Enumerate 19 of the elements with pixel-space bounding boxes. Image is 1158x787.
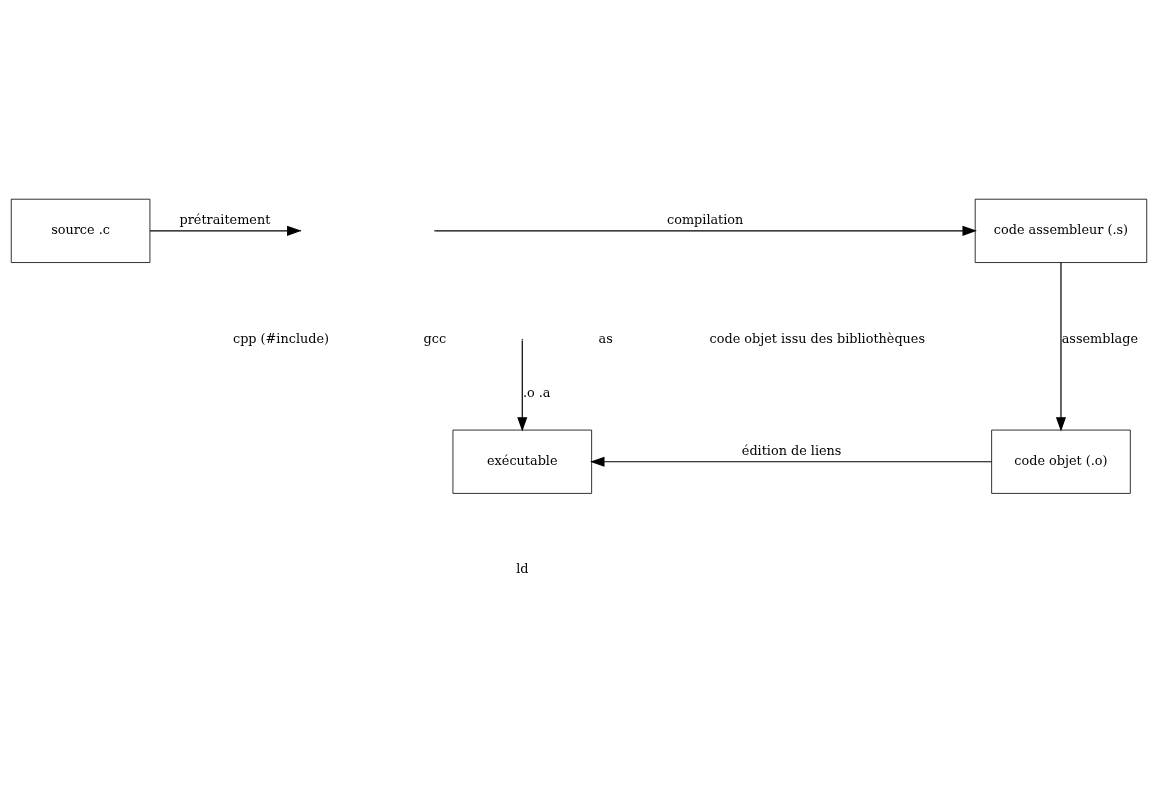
edge-label: assemblage	[1061, 330, 1138, 346]
label: ld	[516, 560, 529, 576]
node-box: exécutable	[452, 429, 593, 494]
arrow	[434, 225, 977, 236]
arrow	[517, 339, 528, 432]
arrow	[590, 456, 993, 467]
label: code objet issu des bibliothèques	[709, 330, 926, 346]
label: gcc	[423, 330, 447, 346]
node-box: source .c	[10, 198, 151, 263]
edge-label: prétraitement	[179, 211, 271, 227]
label: as	[598, 330, 613, 346]
node-box: code objet (.o)	[991, 429, 1131, 494]
edge-label: .o .a	[522, 384, 551, 400]
label: cpp (#include)	[232, 330, 330, 346]
arrow	[149, 225, 302, 236]
node-box: code assembleur (.s)	[974, 198, 1148, 263]
arrow	[1055, 261, 1067, 432]
edge-label: édition de liens	[741, 442, 842, 458]
edge-label: compilation	[667, 211, 744, 227]
